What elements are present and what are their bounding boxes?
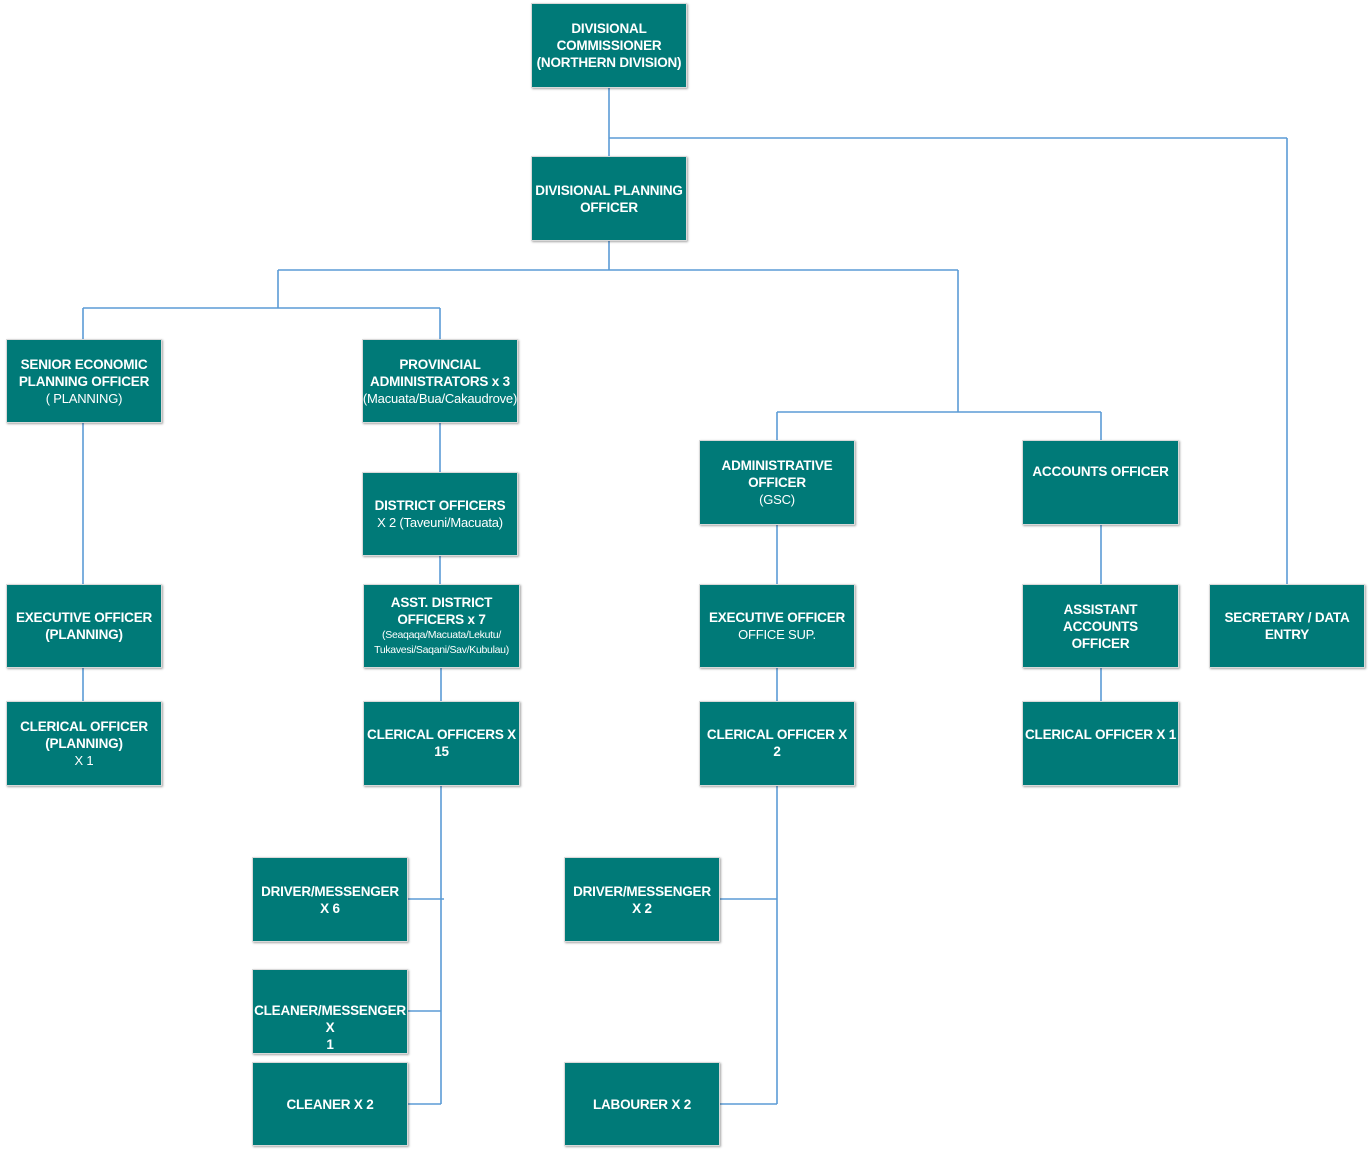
node-title: EXECUTIVE OFFICER (708, 610, 846, 625)
node-title: DRIVER/MESSENGER X 6 (261, 883, 399, 916)
node-title: PLANNING OFFICER (18, 373, 150, 389)
node-title: OFFICER (580, 199, 638, 215)
node-executive-officer-planning: EXECUTIVE OFFICER (PLANNING) (6, 584, 162, 668)
node-cleaner-messenger-1: CLEANER/MESSENGER X 1 (252, 969, 408, 1054)
node-title: OFFICER (748, 475, 806, 490)
node-title: ASSISTANT ACCOUNTS (1063, 601, 1138, 634)
node-subtitle: (Macuata/Bua/Cakaudrove) (362, 390, 518, 406)
node-title: OFFICER (1071, 635, 1130, 651)
node-driver-messenger-2: DRIVER/MESSENGER X 2 (564, 857, 720, 942)
node-title: CLERICAL OFFICER X 1 (1025, 727, 1177, 742)
node-clerical-officer-1: CLERICAL OFFICER X 1 (1022, 701, 1179, 786)
node-title: ACCOUNTS OFFICER (1032, 464, 1169, 479)
node-subtitle: X 2 (Taveuni/Macuata) (377, 515, 503, 530)
node-title: PROVINCIAL (399, 356, 481, 372)
node-accounts-officer: ACCOUNTS OFFICER (1022, 440, 1179, 525)
node-administrative-officer: ADMINISTRATIVE OFFICER (GSC) (699, 440, 855, 525)
node-title: EXECUTIVE OFFICER (15, 610, 153, 625)
node-executive-officer-office-sup: EXECUTIVE OFFICER OFFICE SUP. (699, 584, 855, 668)
node-labourer-2: LABOURER X 2 (564, 1062, 720, 1146)
node-title: ASST. DISTRICT (390, 595, 493, 610)
node-title: (PLANNING) (45, 627, 123, 642)
node-title: COMMISSIONER (556, 38, 662, 53)
node-title: OFFICERS x 7 (397, 612, 486, 627)
node-divisional-commissioner: DIVISIONAL COMMISSIONER (NORTHERN DIVISI… (531, 3, 687, 88)
node-title: DRIVER/MESSENGER X 2 (573, 883, 711, 916)
node-subtitle: (Seaqaqa/Macuata/Lekutu/ (382, 629, 501, 641)
node-title: LABOURER X 2 (592, 1096, 692, 1112)
node-title: ADMINISTRATIVE (721, 458, 833, 473)
node-clerical-officer-2: CLERICAL OFFICER X 2 (699, 701, 855, 786)
node-district-officers: DISTRICT OFFICERS X 2 (Taveuni/Macuata) (362, 472, 518, 556)
node-title: DISTRICT OFFICERS (374, 498, 506, 513)
node-title: CLERICAL OFFICER (20, 719, 148, 734)
node-divisional-planning-officer: DIVISIONAL PLANNING OFFICER (531, 156, 687, 241)
node-title: 1 (326, 1037, 334, 1052)
node-title: ENTRY (1264, 627, 1310, 642)
node-subtitle: (GSC) (759, 492, 795, 507)
node-secretary-data-entry: SECRETARY / DATA ENTRY (1209, 584, 1365, 668)
node-title: SECRETARY / DATA (1224, 610, 1350, 625)
node-title: CLEANER X 2 (286, 1096, 374, 1112)
node-title: (PLANNING) (45, 736, 123, 751)
node-clerical-officer-planning: CLERICAL OFFICER (PLANNING) X 1 (6, 701, 162, 786)
node-title: CLEANER/MESSENGER X (254, 1003, 406, 1035)
node-senior-economic-planning-officer: SENIOR ECONOMIC PLANNING OFFICER ( PLANN… (6, 339, 162, 423)
node-clerical-officers-15: CLERICAL OFFICERS X 15 (363, 701, 520, 786)
node-provincial-administrators: PROVINCIAL ADMINISTRATORS x 3 (Macuata/B… (362, 339, 518, 423)
node-title: CLERICAL OFFICERS X 15 (367, 727, 516, 759)
node-cleaner-2: CLEANER X 2 (252, 1062, 408, 1146)
node-title: ADMINISTRATORS x 3 (370, 373, 510, 389)
node-title: SENIOR ECONOMIC (20, 356, 148, 372)
node-title: DIVISIONAL (571, 21, 647, 36)
node-title: CLERICAL OFFICER X 2 (706, 727, 848, 759)
node-subtitle: OFFICE SUP. (738, 627, 816, 642)
node-asst-district-officers: ASST. DISTRICT OFFICERS x 7 (Seaqaqa/Mac… (363, 584, 520, 668)
node-subtitle: ( PLANNING) (45, 390, 123, 406)
node-assistant-accounts-officer: ASSISTANT ACCOUNTS OFFICER (1022, 584, 1179, 668)
node-title: (NORTHERN DIVISION) (536, 55, 682, 70)
node-title: DIVISIONAL PLANNING (535, 182, 683, 198)
node-driver-messenger-6: DRIVER/MESSENGER X 6 (252, 857, 408, 942)
node-subtitle: X 1 (74, 753, 94, 768)
node-subtitle: Tukavesi/Saqani/Sav/Kubulau) (374, 644, 509, 656)
